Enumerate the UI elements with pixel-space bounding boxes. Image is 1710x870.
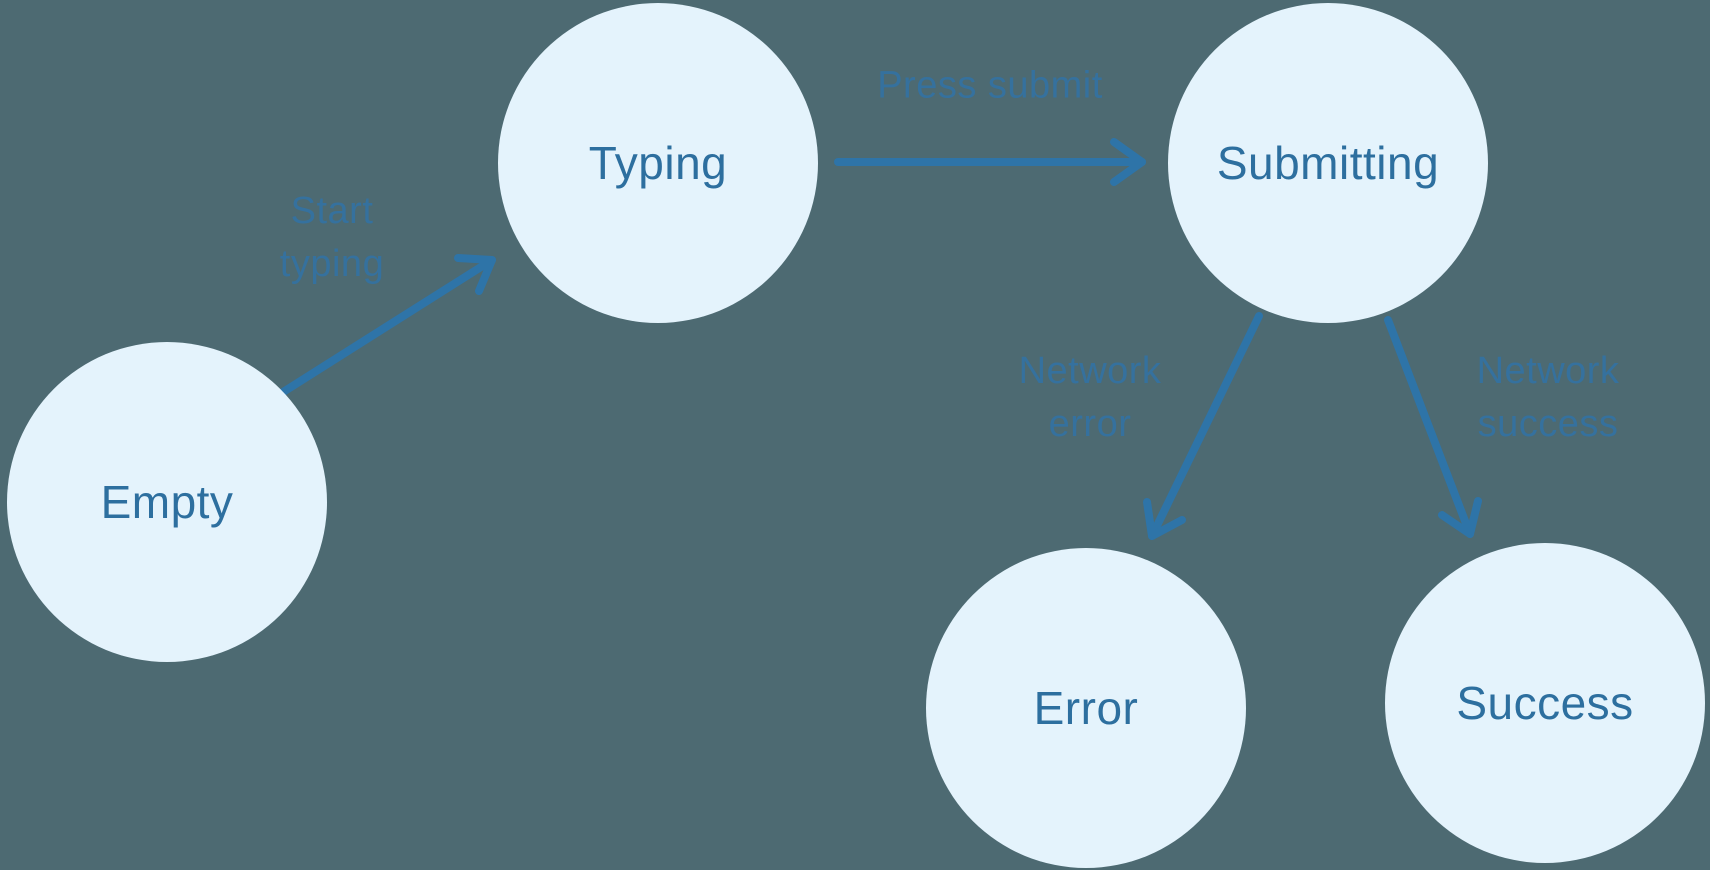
transition-label-line: success xyxy=(1477,403,1619,445)
transition-label-line: Network xyxy=(1476,350,1620,392)
transition-label-line: Start xyxy=(290,190,374,232)
state-label-empty: Empty xyxy=(100,476,234,528)
transition-label-start-typing: Start typing xyxy=(280,185,384,291)
state-node-submitting: Submitting xyxy=(1168,3,1488,323)
transition-label-line: error xyxy=(1048,403,1132,445)
arrow-network-error xyxy=(1143,312,1263,540)
transition-label-network-success: Network success xyxy=(1477,345,1620,451)
state-node-error: Error xyxy=(926,548,1246,868)
state-node-typing: Typing xyxy=(498,3,818,323)
transition-label-network-error: Network error xyxy=(1019,345,1162,451)
arrow-press-submit xyxy=(834,138,1146,186)
transition-label-line: Press submit xyxy=(877,64,1103,107)
transition-label-line: typing xyxy=(279,243,385,285)
transition-label-press-submit: Press submit xyxy=(877,60,1103,113)
arrow-network-success xyxy=(1384,316,1482,538)
state-label-error: Error xyxy=(1033,682,1139,734)
state-node-empty: Empty xyxy=(7,342,327,662)
state-label-typing: Typing xyxy=(588,137,728,189)
transition-label-line: Network xyxy=(1018,350,1162,392)
state-node-success: Success xyxy=(1385,543,1705,863)
state-label-submitting: Submitting xyxy=(1216,137,1440,189)
state-label-success: Success xyxy=(1456,677,1634,729)
